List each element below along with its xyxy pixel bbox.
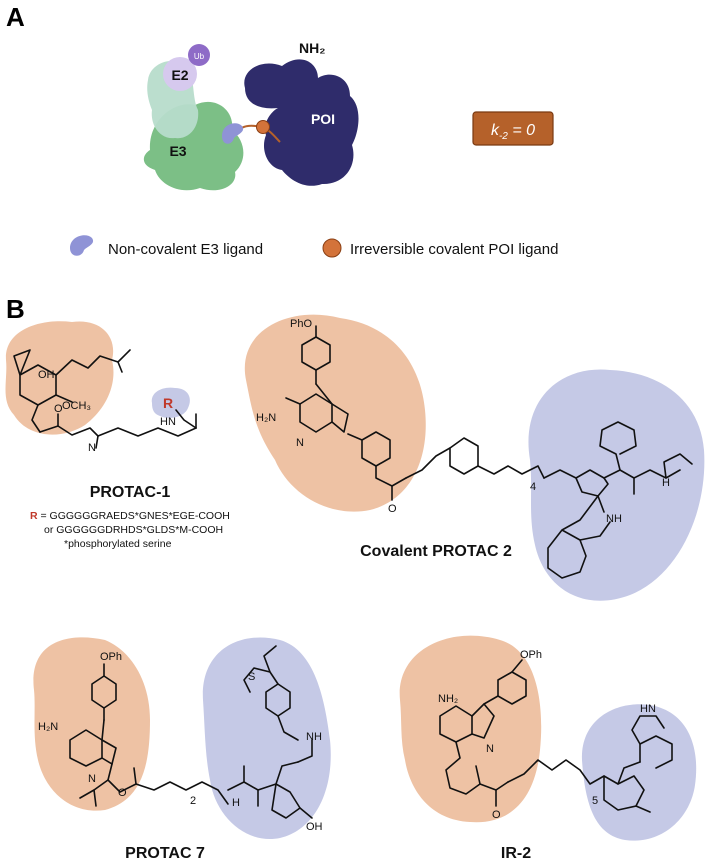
k-symbol: k <box>491 122 500 139</box>
protac7-oph-label: OPh <box>100 651 122 663</box>
ub-circle <box>188 44 210 66</box>
protac7-o-label: O <box>118 787 127 799</box>
ir2-sub5: 5 <box>592 795 598 807</box>
protac7-nh-label: NH <box>306 731 322 743</box>
poi-label: POI <box>311 111 335 127</box>
ir2-skeleton <box>439 659 673 813</box>
k-equals: = 0 <box>508 122 535 139</box>
legend: Non-covalent E3 ligand Irreversible cova… <box>70 235 558 258</box>
ir2-n-label: N <box>486 743 494 755</box>
legend-noncovalent-label: Non-covalent E3 ligand <box>108 241 263 258</box>
protac2-h2n-label: H₂N <box>256 412 276 424</box>
noncovalent-ligand-shape <box>222 123 244 144</box>
e3-label: E3 <box>169 143 186 159</box>
legend-noncovalent-icon <box>70 235 94 256</box>
e2-label: E2 <box>171 67 188 83</box>
nh2-label: NH₂ <box>299 40 325 56</box>
protac1-poi-region <box>5 321 114 435</box>
molecule-ir2: OPh NH₂ N O HN 5 IR-2 <box>399 635 697 862</box>
molecule-protac2: PhO H₂N N O 4 NH H Covalent PROTAC 2 <box>244 314 705 601</box>
protac1-oh-label: OH <box>38 369 55 381</box>
protac7-s-label: S <box>248 671 255 683</box>
protac7-e3-region <box>202 637 331 840</box>
svg-text:R = GGGGGGRAEDS*GNES*EGE-COOH: R = GGGGGGRAEDS*GNES*EGE-COOH <box>30 510 230 522</box>
protac7-name: PROTAC 7 <box>125 845 205 862</box>
protac1-hn-label: HN <box>160 416 176 428</box>
protac1-o-label: O <box>54 403 63 415</box>
ir2-name: IR-2 <box>501 845 531 862</box>
protac1-n-label: N <box>88 442 96 454</box>
panel-letter-b: B <box>6 294 25 324</box>
protac2-name: Covalent PROTAC 2 <box>360 543 512 560</box>
k-minus2-badge: k-2 = 0 <box>472 111 554 146</box>
protac7-n-label: N <box>88 773 96 785</box>
legend-covalent-icon <box>322 238 342 258</box>
protac2-h-label: H <box>662 477 670 489</box>
ir2-hn-label: HN <box>640 703 656 715</box>
molecule-protac1: R HN OH OCH₃ N O PROTAC-1 R = GGGGGGRAED… <box>5 321 230 550</box>
protac7-oh-label: OH <box>306 821 323 833</box>
protac1-r-label: R <box>163 395 173 411</box>
legend-covalent-label: Irreversible covalent POI ligand <box>350 241 558 258</box>
ir2-e3-region <box>581 704 697 841</box>
protac1-note-line3: *phosphorylated serine <box>64 538 172 550</box>
protac2-nh-label: NH <box>606 513 622 525</box>
ir2-poi-region <box>399 635 542 823</box>
ir2-o-label: O <box>492 809 501 821</box>
protac1-note-line2: or GGGGGGDRHDS*GLDS*M-COOH <box>44 524 223 536</box>
protac7-h2n-label: H₂N <box>38 721 58 733</box>
protac1-e3-region <box>151 387 190 418</box>
protac7-sub2: 2 <box>190 795 196 807</box>
protac7-poi-region <box>33 637 150 811</box>
protac2-pho-label: PhO <box>290 318 312 330</box>
protac2-sub4: 4 <box>530 481 536 493</box>
protac2-skeleton <box>285 325 693 579</box>
protac7-h-label: H <box>232 797 240 809</box>
poi-shape <box>244 59 359 186</box>
protac7-skeleton <box>69 645 313 819</box>
ternary-complex-schematic: Ub E2 E3 NH₂ POI <box>143 40 359 191</box>
protac2-n-label: N <box>296 437 304 449</box>
protac1-och3-label: OCH₃ <box>62 400 91 412</box>
panel-letter-a: A <box>6 2 25 32</box>
protac1-skeleton <box>13 349 197 449</box>
protac2-e3-region <box>528 369 705 601</box>
svg-text:k-2 = 0: k-2 = 0 <box>491 122 535 142</box>
protac2-o-label: O <box>388 503 397 515</box>
e2-circle <box>163 57 197 91</box>
protac1-note-r: R <box>30 510 38 522</box>
molecule-protac7: OPh H₂N N O S 2 NH H OH PROTAC 7 <box>33 637 331 862</box>
covalent-ligand-ball <box>256 120 270 134</box>
k-subscript: -2 <box>499 131 508 142</box>
ub-label: Ub <box>194 52 205 61</box>
protac2-poi-region <box>244 314 426 512</box>
protac1-note-line1: = GGGGGGRAEDS*GNES*EGE-COOH <box>38 510 230 522</box>
protac1-name: PROTAC-1 <box>90 484 171 501</box>
ir2-nh2-label: NH₂ <box>438 693 458 705</box>
ir2-oph-label: OPh <box>520 649 542 661</box>
